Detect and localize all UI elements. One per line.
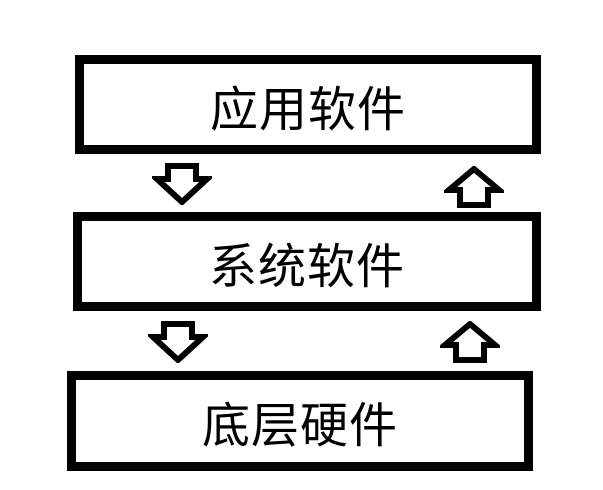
arrow-down-shape xyxy=(152,163,212,205)
layer-label: 底层硬件 xyxy=(201,398,398,454)
layer-hardware: 底层硬件 xyxy=(67,371,533,471)
arrow-down-icon xyxy=(148,321,208,363)
arrow-up-icon xyxy=(440,321,500,363)
layer-system-software: 系统软件 xyxy=(73,212,541,311)
arrow-up-shape xyxy=(444,166,504,208)
arrow-up-icon xyxy=(444,166,504,208)
arrow-down-icon xyxy=(152,163,212,205)
layer-label: 系统软件 xyxy=(208,238,405,295)
arrow-up-shape xyxy=(440,321,500,363)
layer-application-software: 应用软件 xyxy=(75,55,541,154)
layer-label: 应用软件 xyxy=(209,81,406,138)
arrow-down-shape xyxy=(148,321,208,363)
